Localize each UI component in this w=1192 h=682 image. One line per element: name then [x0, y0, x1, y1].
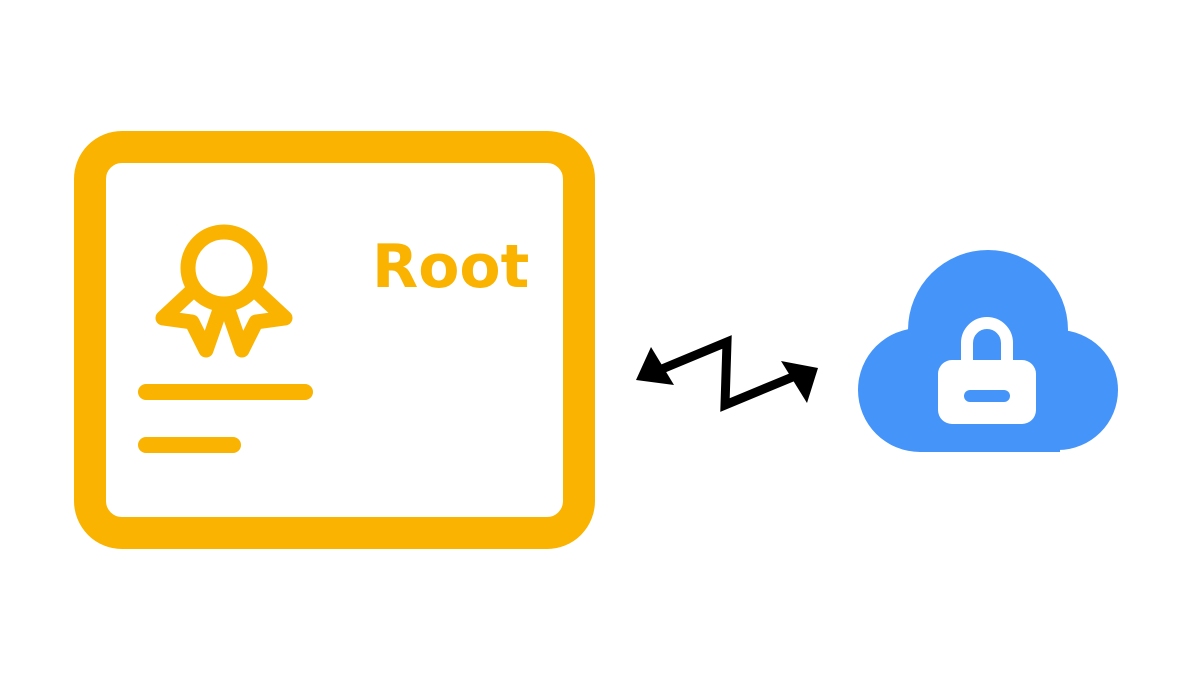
arrowhead-left	[636, 347, 674, 385]
arrowhead-right	[781, 361, 818, 403]
award-ribbon-icon	[155, 224, 293, 358]
certificate-frame	[74, 131, 595, 549]
bidirectional-lightning-arrow-icon	[636, 335, 818, 412]
cloud-lock-icon	[858, 250, 1118, 452]
certificate-label: Root	[372, 232, 529, 302]
root-certificate: Root	[74, 131, 595, 549]
lock-icon	[938, 317, 1036, 424]
